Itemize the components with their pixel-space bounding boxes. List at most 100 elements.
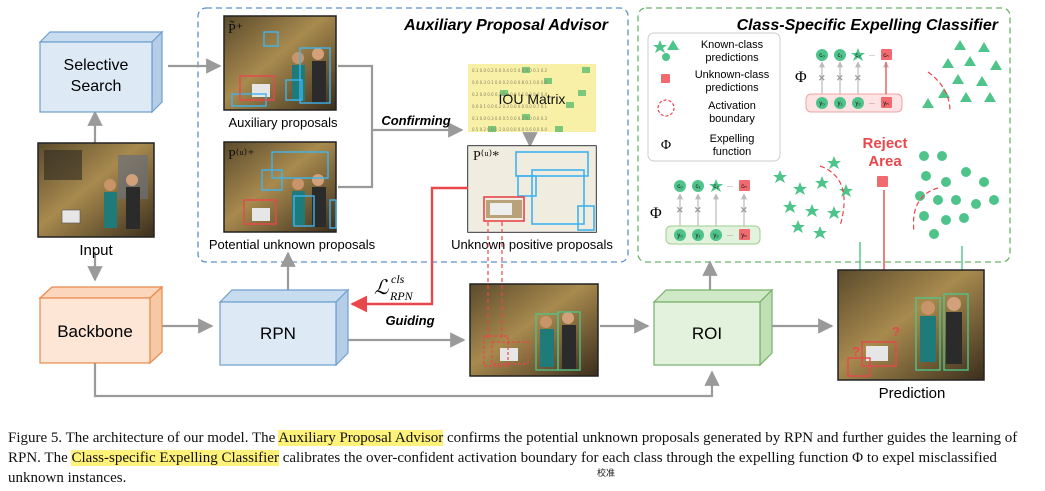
roi-block: ROI [652,288,774,367]
caption-seg-3: calibrates the over-confident activation… [8,450,997,486]
star-cluster [773,156,853,239]
p-unk-star-label: P⁽ᵘ⁾* [473,149,499,164]
svg-text:y₀: y₀ [677,233,683,239]
roi-label: ROI [692,324,722,343]
legend-known-line1: Known-class [701,39,764,51]
svg-text:0.5 0.2 0.0 0.1 0.0 0.0 0.0 0.: 0.5 0.2 0.0 0.1 0.0 0.0 0.0 0.6 0.0 0.0 [472,127,548,132]
triangle-cluster [922,40,1002,108]
svg-text:✕: ✕ [740,205,748,215]
caption-highlight-cse: Class-specific Expelling Classifier [71,450,279,466]
svg-text:0.0 0.3 0.1 0.0 0.2 0.0 0.8 0.: 0.0 0.3 0.1 0.0 0.2 0.0 0.8 0.1 0.0 0.0 [472,80,548,85]
selective-search-block: Selective Search [38,30,164,114]
apa-panel [197,7,629,263]
svg-text:···: ··· [869,101,875,107]
apa-title: Auxiliary Proposal Advisor [403,17,609,34]
legend-unknown-line2: predictions [705,82,759,94]
svg-text:c₂: c₂ [713,184,719,190]
svg-text:yₙ: yₙ [883,101,889,107]
backbone-block: Backbone [38,285,164,365]
iou-matrix: 0.1 0.0 0.2 0.0 0.4 0.5 0.0 0.0 0.1 0.2 … [468,64,596,132]
svg-text:ℒ: ℒ [374,277,389,299]
guiding-arrow [350,186,468,313]
reject-area-line2: Area [868,153,902,170]
svg-text:✕: ✕ [836,73,844,83]
expelling-diagram-bottom: Φ ✕ ✕ ✕ c₀ c₁ c₂ ··· cₙ y₀ y₁ y₂ ··· [650,179,761,245]
svg-text:✕: ✕ [676,205,684,215]
svg-text:c₂: c₂ [855,53,861,59]
guiding-label: Guiding [385,313,434,328]
svg-text:···: ··· [727,233,733,239]
selective-search-label-line1: Selective [64,57,129,74]
svg-text:c₁: c₁ [837,53,842,59]
cse-title: Class-Specific Expelling Classifier [737,17,999,34]
svg-text:y₁: y₁ [837,101,842,107]
annotation-stamp: 校准 [597,469,616,479]
svg-text:y₀: y₀ [819,101,825,107]
svg-text:0.2 0.0 0.6 0.1 0.0 0.0 0.1 0.: 0.2 0.0 0.6 0.1 0.0 0.0 0.1 0.3 0.0 0.4 [472,92,548,97]
legend-known-line2: predictions [705,52,759,64]
svg-text:···: ··· [869,53,875,59]
iou-matrix-label: IOU Matrix [499,91,566,107]
unknown-positive-image: P⁽ᵘ⁾* [467,145,597,233]
auxiliary-proposals-image: P̃⁺ [223,15,337,111]
svg-text:···: ··· [727,184,733,190]
svg-text:c₁: c₁ [695,184,700,190]
reject-area-line1: Reject [862,135,907,152]
svg-text:cls: cls [391,272,405,286]
caption-seg-1: Figure 5. The architecture of our model.… [8,430,279,446]
connector-arrows [87,58,834,398]
svg-text:?: ? [852,344,860,359]
svg-text:0.0 0.1 0.0 0.2 0.3 0.0 0.0 0.: 0.0 0.1 0.0 0.2 0.3 0.0 0.0 0.0 0.7 0.1 [472,104,548,109]
svg-text:Φ: Φ [650,205,662,222]
svg-text:✕: ✕ [694,205,702,215]
confirming-label: Confirming [381,113,450,128]
input-label: Input [79,242,113,259]
svg-text:Φ: Φ [661,138,671,153]
svg-text:0.1 0.0 0.3 0.0 0.5 0.0 0.2 0.: 0.1 0.0 0.3 0.0 0.5 0.0 0.2 0.0 0.0 0.3 [472,116,548,121]
selective-search-label-line2: Search [71,78,122,95]
unknown-positive-label: Unknown positive proposals [451,237,613,252]
expelling-diagram-top: Φ ✕ ✕ ✕ c₀ c₁ c₂ ··· cₙ y₀ y₁ y₂ ··· [795,48,903,113]
p-unk-label: P⁽ᵘ⁾⁺ [228,148,255,163]
input-image [37,142,155,238]
legend-expelling-line2: function [713,146,752,158]
svg-text:RPN: RPN [389,289,414,303]
activation-boundary-circles [912,187,939,233]
svg-text:Φ: Φ [795,69,807,86]
p-aux-label: P̃⁺ [228,20,243,37]
rpn-label: RPN [260,324,296,343]
svg-text:y₁: y₁ [695,233,700,239]
svg-text:?: ? [892,324,900,339]
unknown-link-lines [487,222,503,340]
svg-text:0.1 0.0 0.2 0.0 0.4 0.5 0.0 0.: 0.1 0.0 0.2 0.0 0.4 0.5 0.0 0.0 0.1 0.2 [472,68,548,73]
backbone-label: Backbone [57,322,133,341]
figure-caption: Figure 5. The architecture of our model.… [8,428,1038,488]
caption-seg-2: confirms the potential unknown proposals… [8,430,1018,466]
feature-map-image [469,283,599,377]
svg-text:cₙ: cₙ [883,53,889,59]
caption-highlight-apa: Auxiliary Proposal Advisor [278,430,444,446]
prediction-label: Prediction [879,385,946,402]
legend-expelling-line1: Expelling [710,133,755,145]
svg-text:yₙ: yₙ [741,233,747,239]
svg-text:✕: ✕ [818,73,826,83]
legend-boundary-line1: Activation [708,100,756,112]
svg-text:✕: ✕ [854,73,862,83]
rpn-block: RPN [218,288,350,367]
prediction-image: ? ? [837,269,985,381]
unknown-class-marker [877,176,888,187]
svg-text:c₀: c₀ [819,53,825,59]
svg-text:y₂: y₂ [855,101,861,107]
svg-text:y₂: y₂ [713,233,719,239]
loss-label: ℒ cls RPN [374,272,414,303]
legend-unknown-line1: Unknown-class [695,69,770,81]
potential-unknown-image: P⁽ᵘ⁾⁺ [223,141,337,233]
circle-cluster [915,151,999,239]
svg-text:cₙ: cₙ [741,184,747,190]
legend-boundary-line2: boundary [709,113,755,125]
cse-legend: Φ Known-class predictions Unknown-class … [647,32,781,162]
aux-proposals-label: Auxiliary proposals [228,115,338,130]
svg-text:c₀: c₀ [677,184,683,190]
activation-boundary-triangles [927,71,951,113]
